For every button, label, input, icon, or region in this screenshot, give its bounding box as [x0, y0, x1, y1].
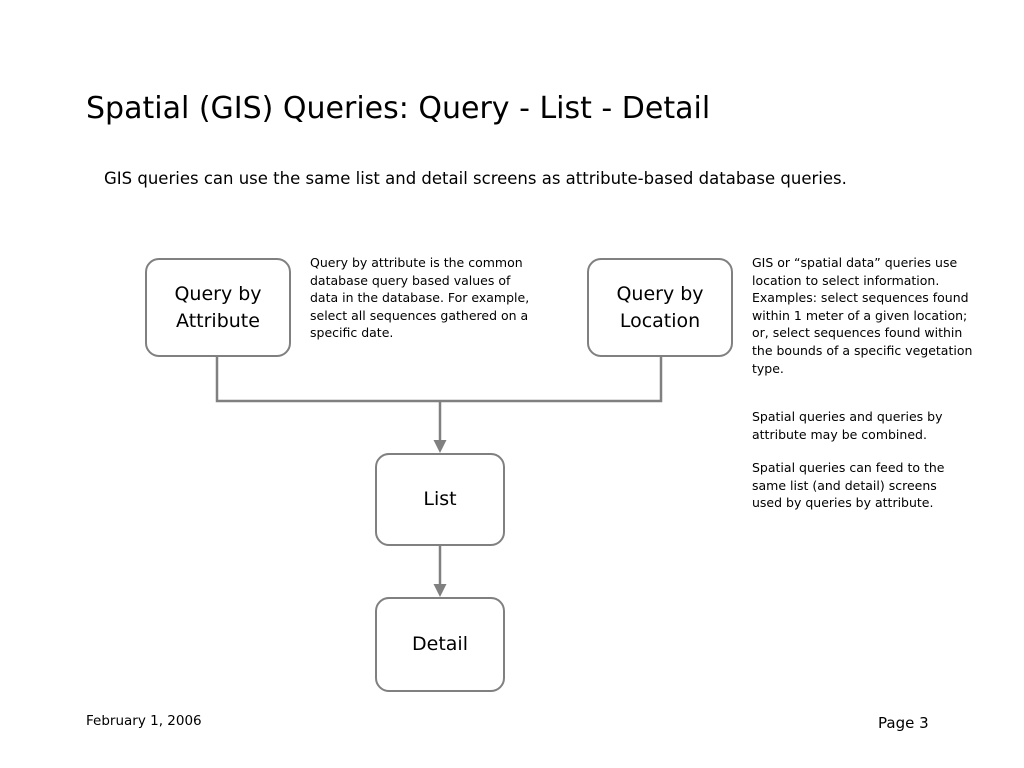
annotation-feed-to-list: Spatial queries can feed to the same lis…	[752, 460, 945, 511]
connector-merge-bar	[215, 357, 663, 403]
arrowhead-to-list	[433, 440, 447, 453]
page-title: Spatial (GIS) Queries: Query - List - De…	[86, 91, 711, 127]
annotation-query-by-attribute: Query by attribute is the common databas…	[310, 255, 530, 341]
flow-node-label: Query by Attribute	[174, 282, 262, 332]
intro-paragraph: GIS queries can use the same list and de…	[104, 168, 847, 188]
footer-page-number: Page 3	[878, 714, 929, 732]
flow-node-query-by-attribute[interactable]: Query by Attribute	[145, 258, 291, 357]
flow-node-label: Query by Location	[616, 282, 704, 332]
annotation-combined-queries: Spatial queries and queries by attribute…	[752, 409, 943, 442]
footer-date: February 1, 2006	[86, 713, 202, 729]
flow-node-label: List	[423, 488, 457, 510]
annotation-query-by-location: GIS or “spatial data” queries use locati…	[752, 255, 973, 376]
arrowhead-to-detail	[433, 584, 447, 597]
flow-node-list[interactable]: List	[375, 453, 505, 546]
flow-node-detail[interactable]: Detail	[375, 597, 505, 692]
flow-node-query-by-location[interactable]: Query by Location	[587, 258, 733, 357]
flow-node-label: Detail	[412, 633, 468, 655]
